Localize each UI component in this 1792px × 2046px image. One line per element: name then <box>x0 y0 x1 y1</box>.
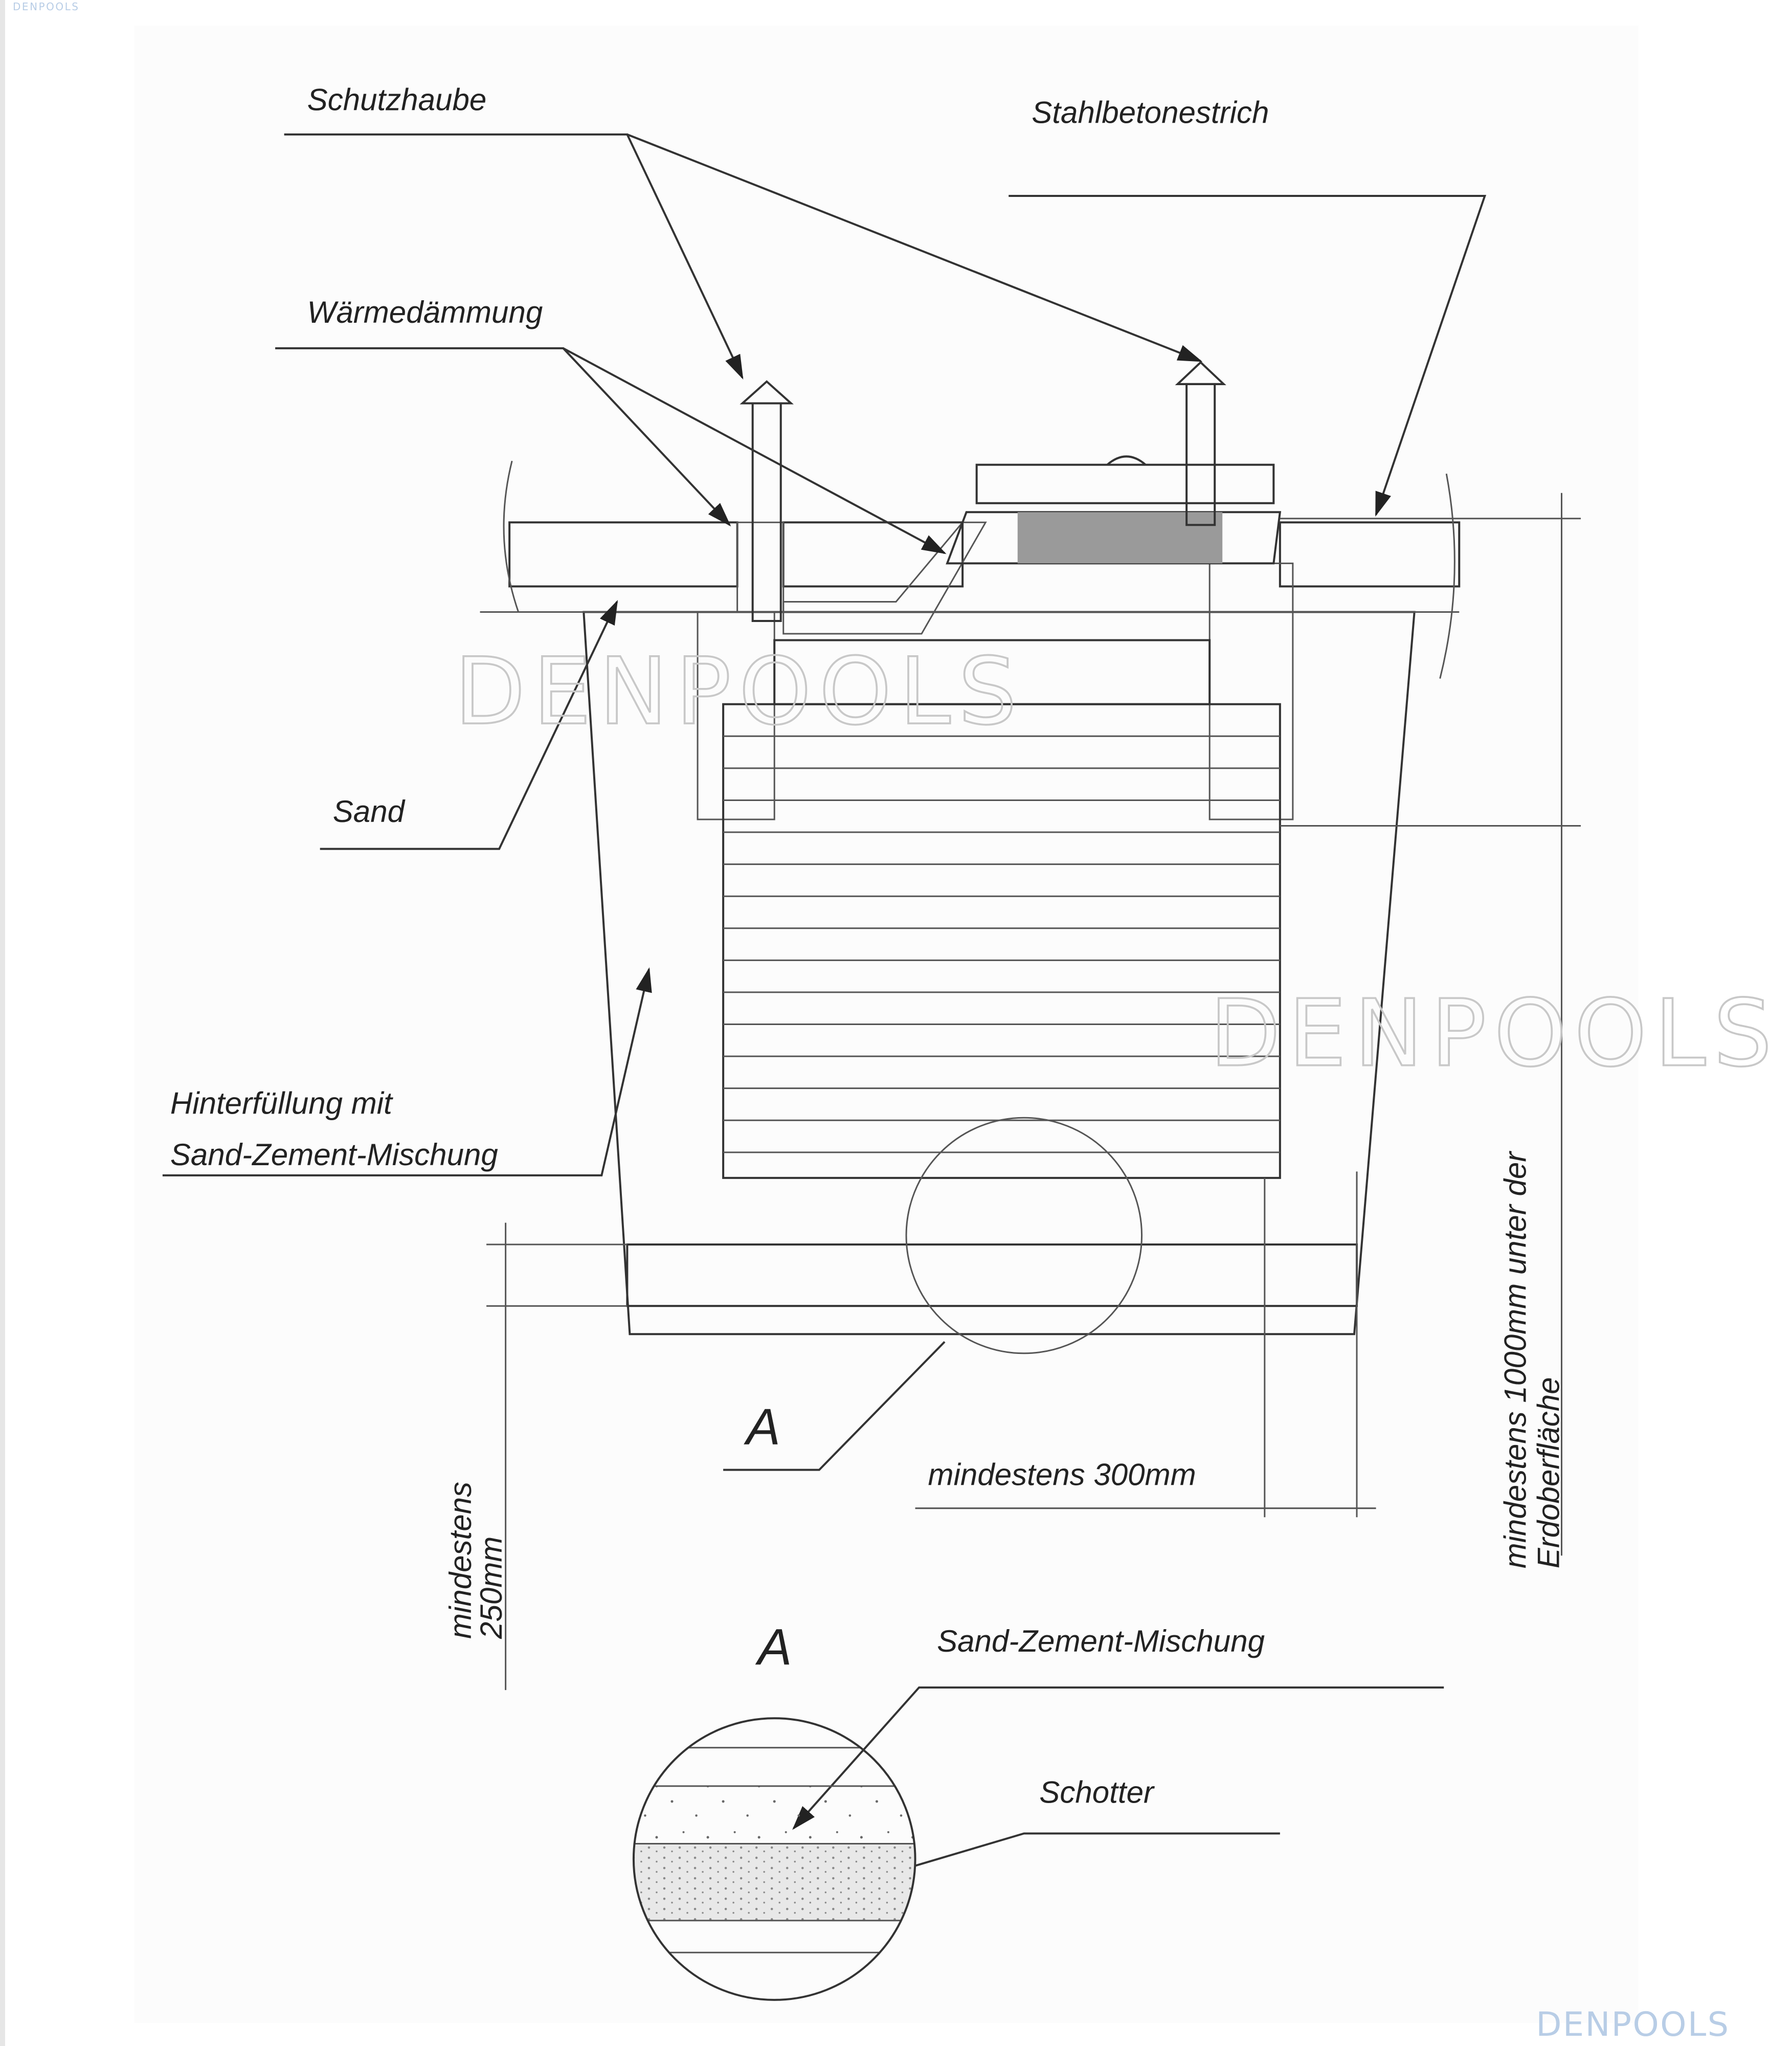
detail-a-marker-circle <box>905 1117 1143 1354</box>
label-min-250-line2: 250mm <box>474 1537 508 1639</box>
label-min-250-line1: mindestens <box>443 1482 478 1639</box>
detail-a-circle <box>632 1717 916 2001</box>
label-reinforced-screed: Stahlbetonestrich <box>1032 95 1269 129</box>
label-min-300: mindestens 300mm <box>928 1458 1196 1492</box>
manhole-lid <box>946 455 1282 565</box>
label-detail-marker: A <box>744 1398 780 1456</box>
label-detail-gravel: Schotter <box>1039 1775 1155 1809</box>
dimension-lines <box>486 493 1581 1691</box>
label-detail-sand-cement: Sand-Zement-Mischung <box>937 1624 1265 1658</box>
watermark-corner-bottom: DENPOOLS <box>1536 2006 1730 2044</box>
label-insulation: Wärmedämmung <box>307 295 543 329</box>
watermark-corner-top: DENPOOLS <box>13 1 79 13</box>
label-protective-cap: Schutzhaube <box>307 82 487 117</box>
watermark-large-2: DENPOOLS <box>1209 980 1780 1087</box>
label-detail-title: A <box>755 1618 792 1676</box>
leader-lines <box>162 133 1487 1890</box>
label-min-1000-line1: mindestens 1000mm unter der <box>1498 1150 1532 1569</box>
page-edge <box>0 0 6 2046</box>
septic-tank <box>722 639 1281 1179</box>
vent-pipes <box>740 361 1226 622</box>
watermark-large-1: DENPOOLS <box>455 638 1025 745</box>
label-sand: Sand <box>333 794 406 829</box>
label-backfill-line2: Sand-Zement-Mischung <box>170 1138 498 1172</box>
label-backfill-line1: Hinterfüllung mit <box>170 1086 393 1121</box>
label-min-1000-line2: Erdoberfläche <box>1531 1377 1565 1568</box>
